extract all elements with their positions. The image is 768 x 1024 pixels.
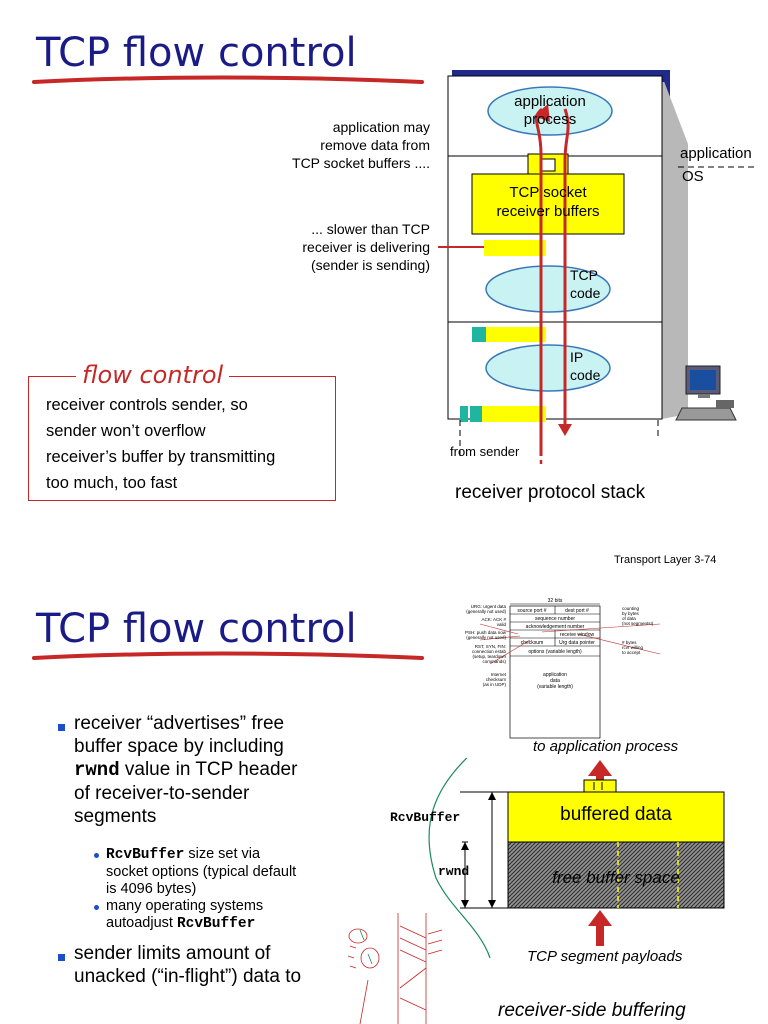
title-underline — [32, 651, 424, 660]
from-sender-label: from sender — [450, 444, 520, 459]
svg-text:source port #: source port # — [517, 608, 546, 614]
svg-text:application: application — [543, 672, 567, 678]
bullet-marker — [58, 724, 65, 731]
side-application-label: application — [680, 145, 752, 162]
svg-text:commands): commands) — [482, 659, 506, 664]
header-bits-label: 32 bits — [548, 598, 563, 604]
svg-text:PSH: push data now: PSH: push data now — [465, 630, 507, 635]
svg-text:of data: of data — [622, 616, 636, 621]
flow-control-heading: flow control — [76, 361, 230, 389]
svg-text:Internet: Internet — [491, 672, 507, 677]
receiver-side-buffering-label: receiver-side buffering — [498, 1000, 686, 1021]
svg-text:data: data — [550, 678, 560, 684]
receiver-buffer-diagram — [347, 758, 725, 1024]
buffered-data-label: buffered data — [560, 804, 672, 825]
svg-text:(generally not used): (generally not used) — [466, 635, 506, 640]
to-application-label: to application process — [533, 738, 679, 755]
svg-text:dest port #: dest port # — [565, 608, 589, 614]
svg-text:valid: valid — [497, 622, 507, 627]
receiver-protocol-stack-diagram — [438, 70, 756, 464]
svg-text:ACK: ACK #: ACK: ACK # — [481, 617, 506, 622]
computer-icon — [675, 365, 737, 421]
svg-text:options (variable length): options (variable length) — [528, 649, 582, 655]
slide1-title: TCP flow control — [36, 30, 357, 76]
free-buffer-space-label: free buffer space — [552, 868, 680, 887]
sub-bullet-marker — [94, 905, 99, 910]
svg-text:(generally not used): (generally not used) — [466, 609, 506, 614]
title-underline — [32, 75, 424, 84]
svg-text:acknowledgement number: acknowledgement number — [526, 624, 585, 630]
rcvbuffer-label: RcvBuffer — [390, 810, 461, 825]
svg-text:checksum: checksum — [486, 677, 507, 682]
sub-bullet-rcvbuffer: RcvBuffer size set via socket options (t… — [106, 846, 297, 897]
bullet-sender-limits: sender limits amount of unacked (“in-fli… — [74, 943, 302, 987]
svg-text:checksum: checksum — [521, 640, 544, 646]
svg-text:receive window: receive window — [560, 632, 595, 638]
svg-text:URG: urgent data: URG: urgent data — [471, 604, 507, 609]
rwnd-label: rwnd — [438, 864, 470, 879]
side-os-label: OS — [682, 168, 704, 185]
svg-text:rcvr willing: rcvr willing — [622, 645, 643, 650]
bullet-marker — [58, 954, 65, 961]
stack-caption: receiver protocol stack — [455, 482, 646, 503]
svg-text:(as in UDP): (as in UDP) — [483, 682, 507, 687]
svg-text:RST, SYN, FIN:: RST, SYN, FIN: — [475, 644, 506, 649]
svg-text:sequence number: sequence number — [535, 616, 575, 622]
bullet-advertises: receiver “advertises” free buffer space … — [74, 713, 298, 827]
svg-text:to accept: to accept — [622, 650, 641, 655]
svg-text:(variable length): (variable length) — [537, 684, 573, 690]
svg-text:# bytes: # bytes — [622, 640, 637, 645]
svg-text:(not segments!): (not segments!) — [622, 621, 654, 626]
svg-text:connection estab: connection estab — [472, 649, 507, 654]
svg-text:(setup, teardown: (setup, teardown — [472, 654, 506, 659]
sub-bullet-marker — [94, 853, 99, 858]
segment-payloads-label: TCP segment payloads — [527, 948, 683, 965]
svg-text:Urg data pointer: Urg data pointer — [559, 640, 595, 646]
footer-page-number: Transport Layer 3-74 — [614, 554, 717, 566]
tcp-header-diagram: 32 bits source port # dest port # sequen… — [465, 598, 661, 739]
sub-bullet-autoadjust: many operating systems autoadjust RcvBuf… — [106, 898, 264, 932]
slide2-title: TCP flow control — [36, 606, 357, 652]
svg-text:counting: counting — [622, 606, 640, 611]
svg-text:by bytes: by bytes — [622, 611, 640, 616]
flow-control-text: receiver controls sender, so sender won’… — [46, 396, 276, 492]
